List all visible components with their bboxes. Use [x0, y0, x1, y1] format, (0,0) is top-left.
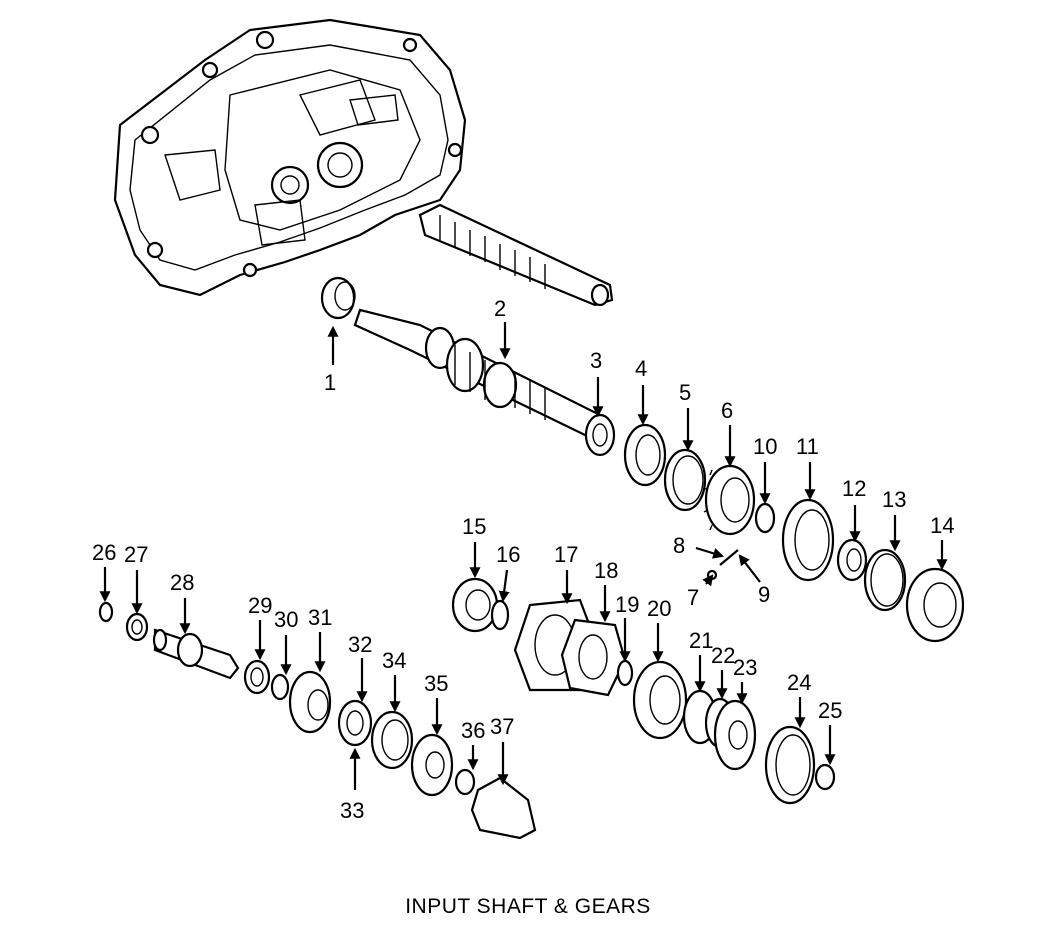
- callout-labels: 1 2 3 4 5 6 7 8 9 10 11 12 13 14 15 16 1…: [92, 296, 954, 823]
- diagram-caption: INPUT SHAFT & GEARS: [405, 895, 651, 918]
- part-23-gear: [713, 699, 757, 771]
- part-19-ring: [616, 659, 634, 687]
- part-2-input-shaft: [353, 308, 602, 437]
- callout-32: 32: [348, 632, 372, 657]
- callout-31: 31: [308, 605, 332, 630]
- callout-4: 4: [635, 356, 647, 381]
- part-32-bearing: [337, 699, 373, 747]
- part-20-gear: [632, 660, 688, 740]
- callout-23: 23: [733, 655, 757, 680]
- callout-29: 29: [248, 593, 272, 618]
- callout-7: 7: [687, 585, 699, 610]
- callout-25: 25: [818, 698, 842, 723]
- part-3-needle-bearing: [584, 413, 616, 457]
- part-29-washer: [243, 659, 271, 695]
- part-30-ring: [270, 673, 290, 701]
- part-37-cover: [470, 776, 537, 840]
- callout-28: 28: [170, 570, 194, 595]
- callout-8: 8: [673, 533, 685, 558]
- part-15-bearing: [451, 577, 499, 633]
- callout-37: 37: [490, 714, 514, 739]
- callout-arrows: [99, 322, 948, 790]
- part-10-ring: [754, 502, 776, 534]
- part-25-washer: [814, 763, 836, 791]
- callout-19: 19: [615, 592, 639, 617]
- callout-13: 13: [882, 487, 906, 512]
- callout-20: 20: [647, 596, 671, 621]
- callout-15: 15: [462, 514, 486, 539]
- mainshaft: [418, 203, 614, 307]
- callout-26: 26: [92, 540, 116, 565]
- callout-10: 10: [753, 434, 777, 459]
- callout-34: 34: [382, 648, 406, 673]
- callout-27: 27: [124, 542, 148, 567]
- callout-21: 21: [689, 628, 713, 653]
- part-26-clip: [98, 601, 114, 623]
- callout-33: 33: [340, 798, 364, 823]
- callout-5: 5: [679, 380, 691, 405]
- callout-22: 22: [711, 643, 735, 668]
- part-35-gear: [410, 733, 454, 797]
- callout-12: 12: [842, 476, 866, 501]
- callout-11: 11: [796, 434, 819, 459]
- callout-35: 35: [424, 671, 448, 696]
- callout-36: 36: [461, 718, 485, 743]
- part-4-synchro-ring: [623, 423, 667, 487]
- callout-6: 6: [721, 398, 733, 423]
- part-14-gear: [905, 567, 965, 643]
- part-31-gear: [288, 670, 332, 734]
- part-34-ring: [370, 710, 414, 770]
- part-24-bearing-race: [764, 725, 816, 805]
- part-12-needle-bearing: [836, 538, 868, 582]
- part-5-ring: [663, 448, 707, 512]
- part-1-bearing: [320, 276, 356, 320]
- callout-14: 14: [930, 513, 954, 538]
- callout-3: 3: [590, 348, 602, 373]
- part-6-gear: [703, 464, 756, 536]
- parts-7-8-9-detent: [706, 549, 739, 581]
- part-16-clip: [490, 599, 510, 631]
- callout-2: 2: [494, 296, 506, 321]
- callout-16: 16: [496, 542, 520, 567]
- transmission-case: [113, 18, 467, 297]
- part-11-sleeve: [781, 498, 835, 582]
- part-18-plate: [560, 618, 627, 697]
- callout-1: 1: [324, 370, 336, 395]
- callout-9: 9: [758, 582, 770, 607]
- callout-30: 30: [274, 607, 298, 632]
- callout-17: 17: [554, 542, 578, 567]
- part-36-washer: [454, 768, 476, 796]
- callout-18: 18: [594, 558, 618, 583]
- part-28-shaft: [152, 628, 240, 680]
- part-27-seal: [125, 612, 149, 642]
- callout-24: 24: [787, 670, 811, 695]
- part-13-ring: [863, 548, 907, 612]
